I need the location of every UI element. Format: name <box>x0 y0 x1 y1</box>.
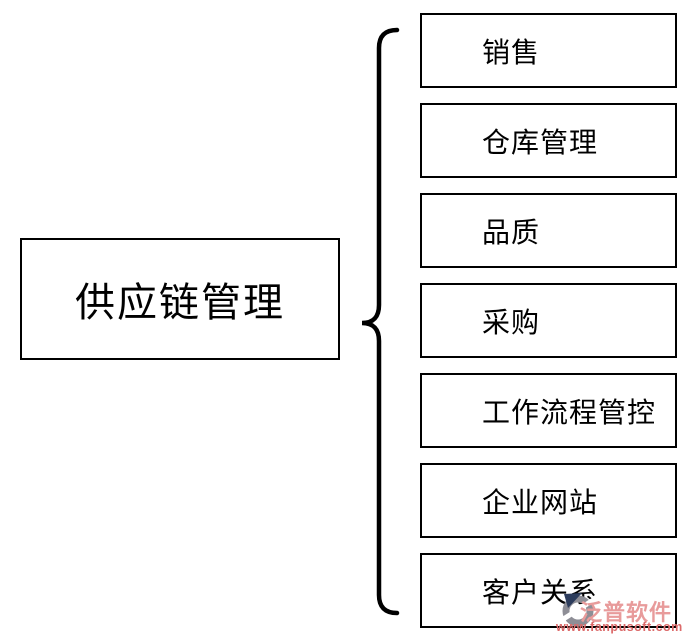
child-node-workflow: 工作流程管控 <box>420 373 677 448</box>
child-node-label: 采购 <box>482 306 541 338</box>
child-node-label: 销售 <box>482 36 541 68</box>
root-node: 供应链管理 <box>20 238 340 360</box>
child-node-procurement: 采购 <box>420 283 677 358</box>
brace-connector-icon <box>361 27 400 616</box>
child-node-label: 企业网站 <box>482 486 599 518</box>
child-node-label: 仓库管理 <box>482 126 599 158</box>
child-node-sales: 销售 <box>420 13 677 88</box>
root-node-label: 供应链管理 <box>75 281 285 325</box>
watermark-brand: 泛普软件 <box>580 600 673 625</box>
child-node-label: 工作流程管控 <box>482 396 657 428</box>
child-node-label: 品质 <box>482 216 541 248</box>
fanpu-swoosh-logo-icon <box>558 593 598 627</box>
child-node-website: 企业网站 <box>420 463 677 538</box>
child-nodes-column: 销售 仓库管理 品质 采购 工作流程管控 企业网站 客户关系 <box>420 13 677 628</box>
child-node-quality: 品质 <box>420 193 677 268</box>
child-node-warehouse: 仓库管理 <box>420 103 677 178</box>
watermark-url: www.fanpusoft.com <box>556 620 683 634</box>
